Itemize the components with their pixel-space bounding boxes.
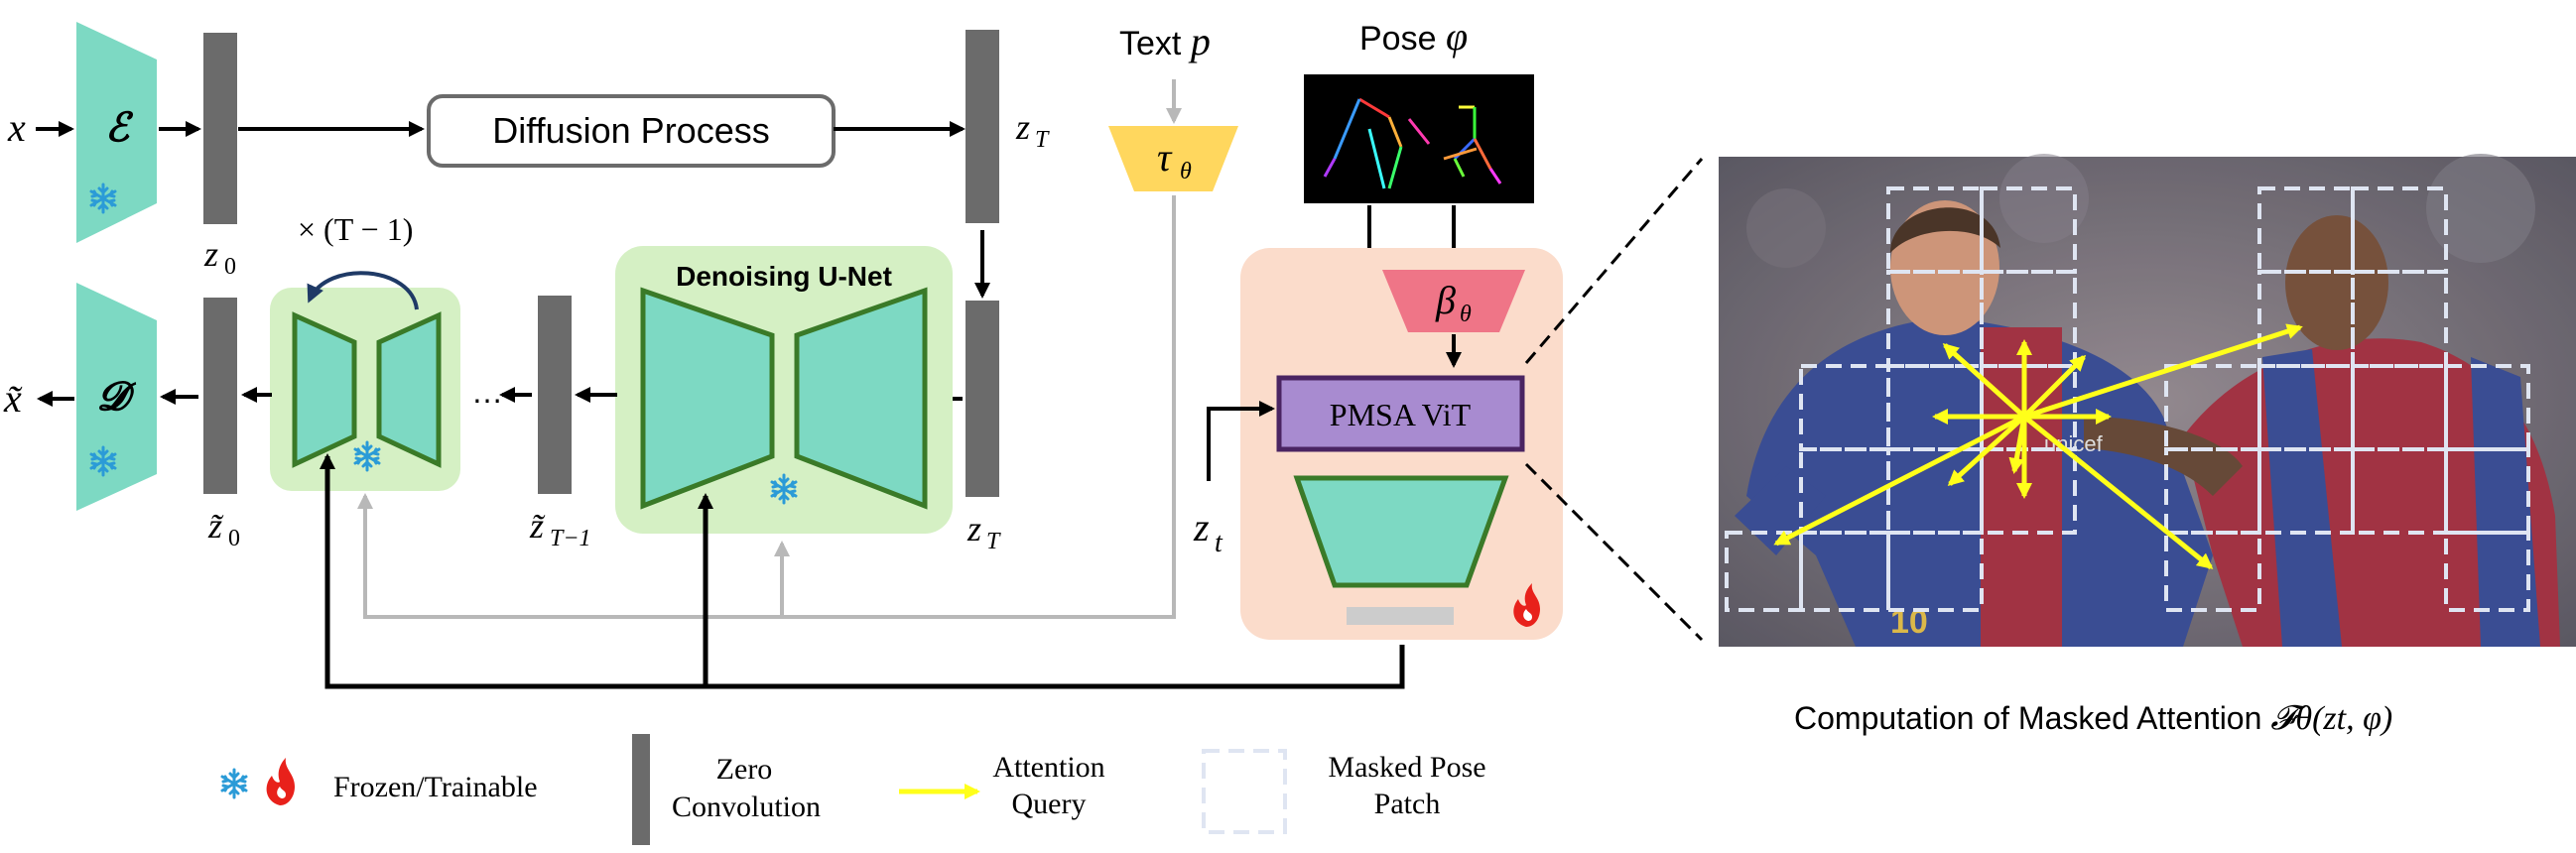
zero-conv-bar-z0-tilde xyxy=(203,298,237,494)
legend-masked-patch-swatch xyxy=(1202,749,1287,834)
zT1-tilde-label: z̃ xyxy=(529,506,546,546)
legend-attention-line1: Attention xyxy=(992,751,1104,784)
z0-label: z xyxy=(203,234,218,274)
zT-top-label: z xyxy=(1015,107,1030,147)
output-x-label: x̃ xyxy=(3,376,23,421)
ellipsis: … xyxy=(471,374,503,410)
pose-encoder-beta-block xyxy=(1382,270,1525,332)
unet-encoder-half xyxy=(640,287,775,510)
attention-query-arrows xyxy=(1773,323,2303,569)
snowflake-icon xyxy=(220,768,248,799)
zt-label: z xyxy=(1193,505,1210,549)
text-conditioning-line xyxy=(357,195,1176,619)
pmsa-zero-conv xyxy=(1347,607,1454,625)
pmsa-vit-box xyxy=(1276,375,1525,452)
pose-label: Pose φ xyxy=(1359,14,1468,59)
attention-caption: Computation of Masked Attention 𝓕θ(zt, φ… xyxy=(1794,700,2392,737)
legend: Frozen/Trainable Zero Convolution Attent… xyxy=(220,734,1486,845)
decoder-block xyxy=(76,283,157,511)
legend-zero-conv-line2: Convolution xyxy=(672,791,821,823)
pose-skeleton-lines xyxy=(1323,97,1502,189)
legend-zero-conv-swatch xyxy=(632,734,650,845)
text-p-label: Text p xyxy=(1119,19,1211,63)
legend-attention-line2: Query xyxy=(1012,788,1087,820)
beta-subscript: θ xyxy=(1460,302,1472,327)
diffusion-process-label: Diffusion Process xyxy=(492,110,769,151)
control-line-to-repeat xyxy=(320,453,1405,689)
tau-label: τ xyxy=(1157,135,1173,180)
zT-bottom-label: z xyxy=(966,509,981,548)
masked-pose-patches xyxy=(1725,186,2530,612)
repeat-unet-decoder xyxy=(376,311,442,468)
legend-masked-line1: Masked Pose xyxy=(1328,751,1485,784)
zero-conv-bar-zT-bottom xyxy=(966,301,999,497)
zero-conv-bar-z0 xyxy=(203,33,237,224)
z0-tilde-label: z̃ xyxy=(207,506,224,546)
legend-frozen-trainable: Frozen/Trainable xyxy=(333,771,538,803)
beta-label: β xyxy=(1435,278,1456,322)
legend-masked-line2: Patch xyxy=(1374,788,1441,820)
attention-photo: 10 unicef xyxy=(1719,154,2576,647)
encoder-label: ℰ xyxy=(105,105,134,150)
zT1-tilde-subscript: T−1 xyxy=(550,526,591,551)
encoder-block xyxy=(76,22,157,243)
pmsa-vit-label: PMSA ViT xyxy=(1330,397,1472,432)
denoising-unet-label: Denoising U-Net xyxy=(676,261,892,292)
repeat-label: × (T − 1) xyxy=(298,211,413,247)
text-encoder-tau-block xyxy=(1108,126,1238,191)
flame-icon xyxy=(1513,583,1540,627)
zT-bottom-subscript: T xyxy=(986,529,1001,554)
pmsa-decoder-trapezoid xyxy=(1293,475,1509,588)
unet-decoder-half xyxy=(794,287,928,510)
zero-conv-bar-zT1 xyxy=(538,296,572,494)
zT-top-subscript: T xyxy=(1035,127,1050,153)
arrow-zt-to-pmsa xyxy=(1207,401,1275,481)
z0-subscript: 0 xyxy=(224,254,236,280)
zoom-line-bottom xyxy=(1524,462,1704,642)
input-x-label: x xyxy=(7,105,26,150)
repeat-loop-arrow xyxy=(307,271,419,310)
zt-subscript: t xyxy=(1215,528,1224,558)
flame-icon xyxy=(266,758,295,805)
tau-subscript: θ xyxy=(1180,159,1192,184)
zoom-line-top xyxy=(1524,158,1704,364)
legend-zero-conv-line1: Zero xyxy=(716,753,773,786)
z0-tilde-subscript: 0 xyxy=(228,526,240,551)
zero-conv-bar-zT-top xyxy=(966,30,999,223)
repeat-unet-encoder xyxy=(292,311,357,468)
